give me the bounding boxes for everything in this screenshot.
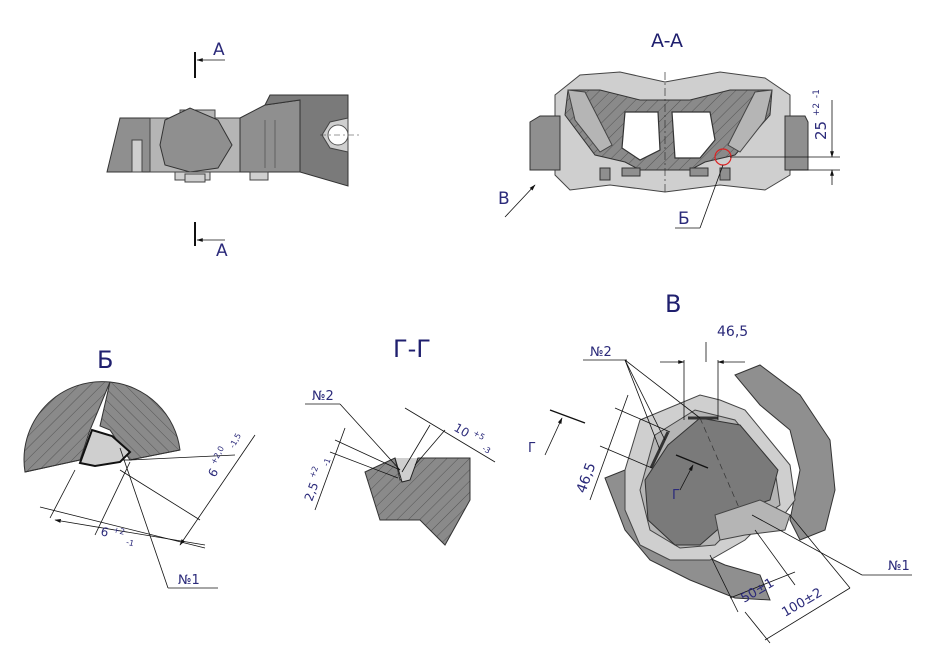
- side-view: A A: [106, 40, 360, 261]
- view-b-arrow-label: B: [498, 189, 510, 209]
- section-aa-title: A-A: [651, 30, 683, 52]
- no1-label-b: №1: [178, 573, 200, 588]
- dim-25gg-tol2: -1: [321, 457, 332, 468]
- dim-6-bottom-tol: +2: [112, 525, 126, 537]
- detail-b-leader-label: Б: [678, 209, 690, 229]
- svg-text:2,5 +2 -1: 2,5 +2 -1: [296, 452, 333, 503]
- view-v-title: В: [665, 290, 681, 318]
- svg-text:6 +2,0 -1,5: 6 +2,0 -1,5: [200, 426, 243, 481]
- dim-25-value: 25: [812, 121, 830, 140]
- section-a-bottom-label: A: [216, 241, 228, 261]
- section-gg-title: Г-Г: [393, 335, 431, 363]
- dim-465-side: 46,5: [574, 461, 600, 496]
- detail-b-title: Б: [97, 346, 113, 374]
- detail-b: Б 6 +2 -1 6 +2,0 -1,5 №1: [23, 346, 256, 589]
- dim-100: 100±2: [780, 585, 826, 620]
- dim-6-b-tol2: -1,5: [228, 432, 243, 450]
- dim-25gg-value: 2,5: [302, 480, 322, 503]
- dim-6-bottom-tol2: -1: [125, 538, 135, 549]
- no2-label-v: №2: [590, 345, 612, 360]
- svg-text:25 +2 -1: 25 +2 -1: [805, 89, 830, 140]
- dim-465-top: 46,5: [717, 324, 748, 340]
- view-v: В №2 46,5 46,5: [528, 290, 912, 644]
- dim-10-tol2: -3: [481, 444, 492, 456]
- dim-25gg-tol: +2: [308, 465, 320, 479]
- section-aa: A-A Б 25 +2 -1: [498, 30, 840, 229]
- dim-25-tol2: -1: [812, 89, 822, 98]
- no2-label-gg: №2: [312, 389, 334, 404]
- no1-label-v: №1: [888, 559, 910, 574]
- dim-6-b-value: 6: [205, 466, 221, 479]
- dim-25-tol: +2: [812, 103, 822, 116]
- svg-text:6 +2 -1: 6 +2 -1: [99, 519, 138, 549]
- g-mark-inner: Г: [672, 488, 680, 503]
- dim-10-tol: +5: [472, 428, 487, 442]
- g-mark-left: Г: [528, 441, 536, 456]
- section-a-top-label: A: [213, 40, 225, 60]
- dim-6-bottom-value: 6: [99, 524, 110, 539]
- section-gg: Г-Г №2 10 +5 -3 2,5 +2 -1: [296, 335, 496, 546]
